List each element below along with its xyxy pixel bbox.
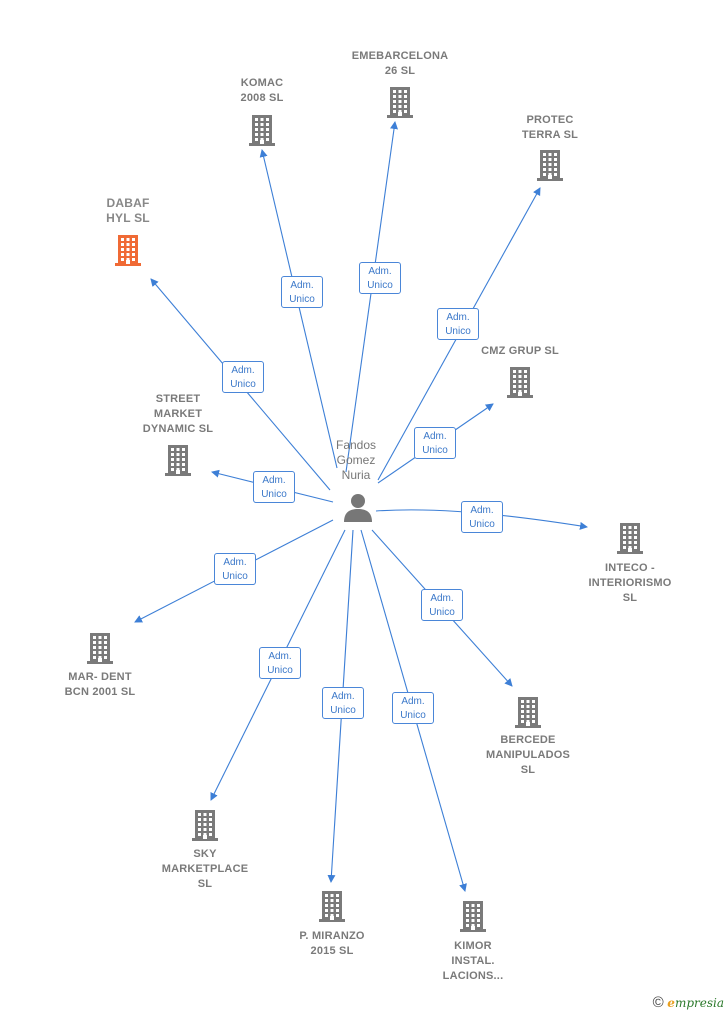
building-icon[interactable]	[163, 443, 193, 477]
edge-emebarcelona	[345, 121, 398, 473]
edge-inteco	[375, 509, 588, 530]
company-label-mardent[interactable]: MAR- DENT BCN 2001 SL	[64, 671, 136, 698]
company-label-kimor[interactable]: KIMOR INSTAL. LACIONS...	[442, 940, 504, 982]
edge-label-inteco[interactable]: Adm. Unico	[461, 501, 503, 533]
edge-label-miranzo[interactable]: Adm. Unico	[322, 687, 364, 719]
edge-label-protec[interactable]: Adm. Unico	[437, 308, 479, 340]
building-icon[interactable]	[513, 695, 543, 729]
edge-label-komac[interactable]: Adm. Unico	[281, 276, 323, 308]
building-icon[interactable]	[113, 233, 143, 267]
company-label-cmz[interactable]: CMZ GRUP SL	[481, 345, 559, 357]
edge-label-emebarcelona[interactable]: Adm. Unico	[359, 262, 401, 294]
company-label-komac[interactable]: KOMAC 2008 SL	[240, 77, 284, 104]
edge-label-mardent[interactable]: Adm. Unico	[214, 553, 256, 585]
person-icon[interactable]	[342, 492, 374, 524]
brand-logo[interactable]: empresia	[667, 996, 724, 1010]
company-label-bercede[interactable]: BERCEDE MANIPULADOS SL	[485, 734, 571, 776]
edge-komac	[259, 149, 338, 469]
building-icon[interactable]	[190, 808, 220, 842]
edge-label-street[interactable]: Adm. Unico	[253, 471, 295, 503]
edge-label-cmz[interactable]: Adm. Unico	[414, 427, 456, 459]
company-label-inteco[interactable]: INTECO - INTERIORISMO SL	[588, 562, 672, 604]
building-icon[interactable]	[85, 631, 115, 665]
edge-label-bercede[interactable]: Adm. Unico	[421, 589, 463, 621]
company-label-street[interactable]: STREET MARKET DYNAMIC SL	[142, 393, 214, 435]
edge-label-dabaf[interactable]: Adm. Unico	[222, 361, 264, 393]
building-icon[interactable]	[385, 85, 415, 119]
building-icon[interactable]	[317, 889, 347, 923]
copyright-symbol: ©	[652, 994, 664, 1011]
building-icon[interactable]	[247, 113, 277, 147]
edge-label-kimor[interactable]: Adm. Unico	[392, 692, 434, 724]
company-label-emebarcelona[interactable]: EMEBARCELONA 26 SL	[351, 50, 449, 77]
company-label-protec[interactable]: PROTEC TERRA SL	[521, 114, 579, 141]
company-label-sky[interactable]: SKY MARKETPLACE SL	[161, 848, 249, 890]
building-icon[interactable]	[458, 899, 488, 933]
company-label-miranzo[interactable]: P. MIRANZO 2015 SL	[299, 930, 365, 957]
center-person-name[interactable]: Fandos Gomez Nuria	[335, 438, 377, 482]
footer-brand: © empresia	[653, 994, 724, 1011]
building-icon[interactable]	[535, 148, 565, 182]
edge-label-sky[interactable]: Adm. Unico	[259, 647, 301, 679]
building-icon[interactable]	[615, 521, 645, 555]
company-label-dabaf[interactable]: DABAF HYL SL	[106, 196, 150, 225]
building-icon[interactable]	[505, 365, 535, 399]
